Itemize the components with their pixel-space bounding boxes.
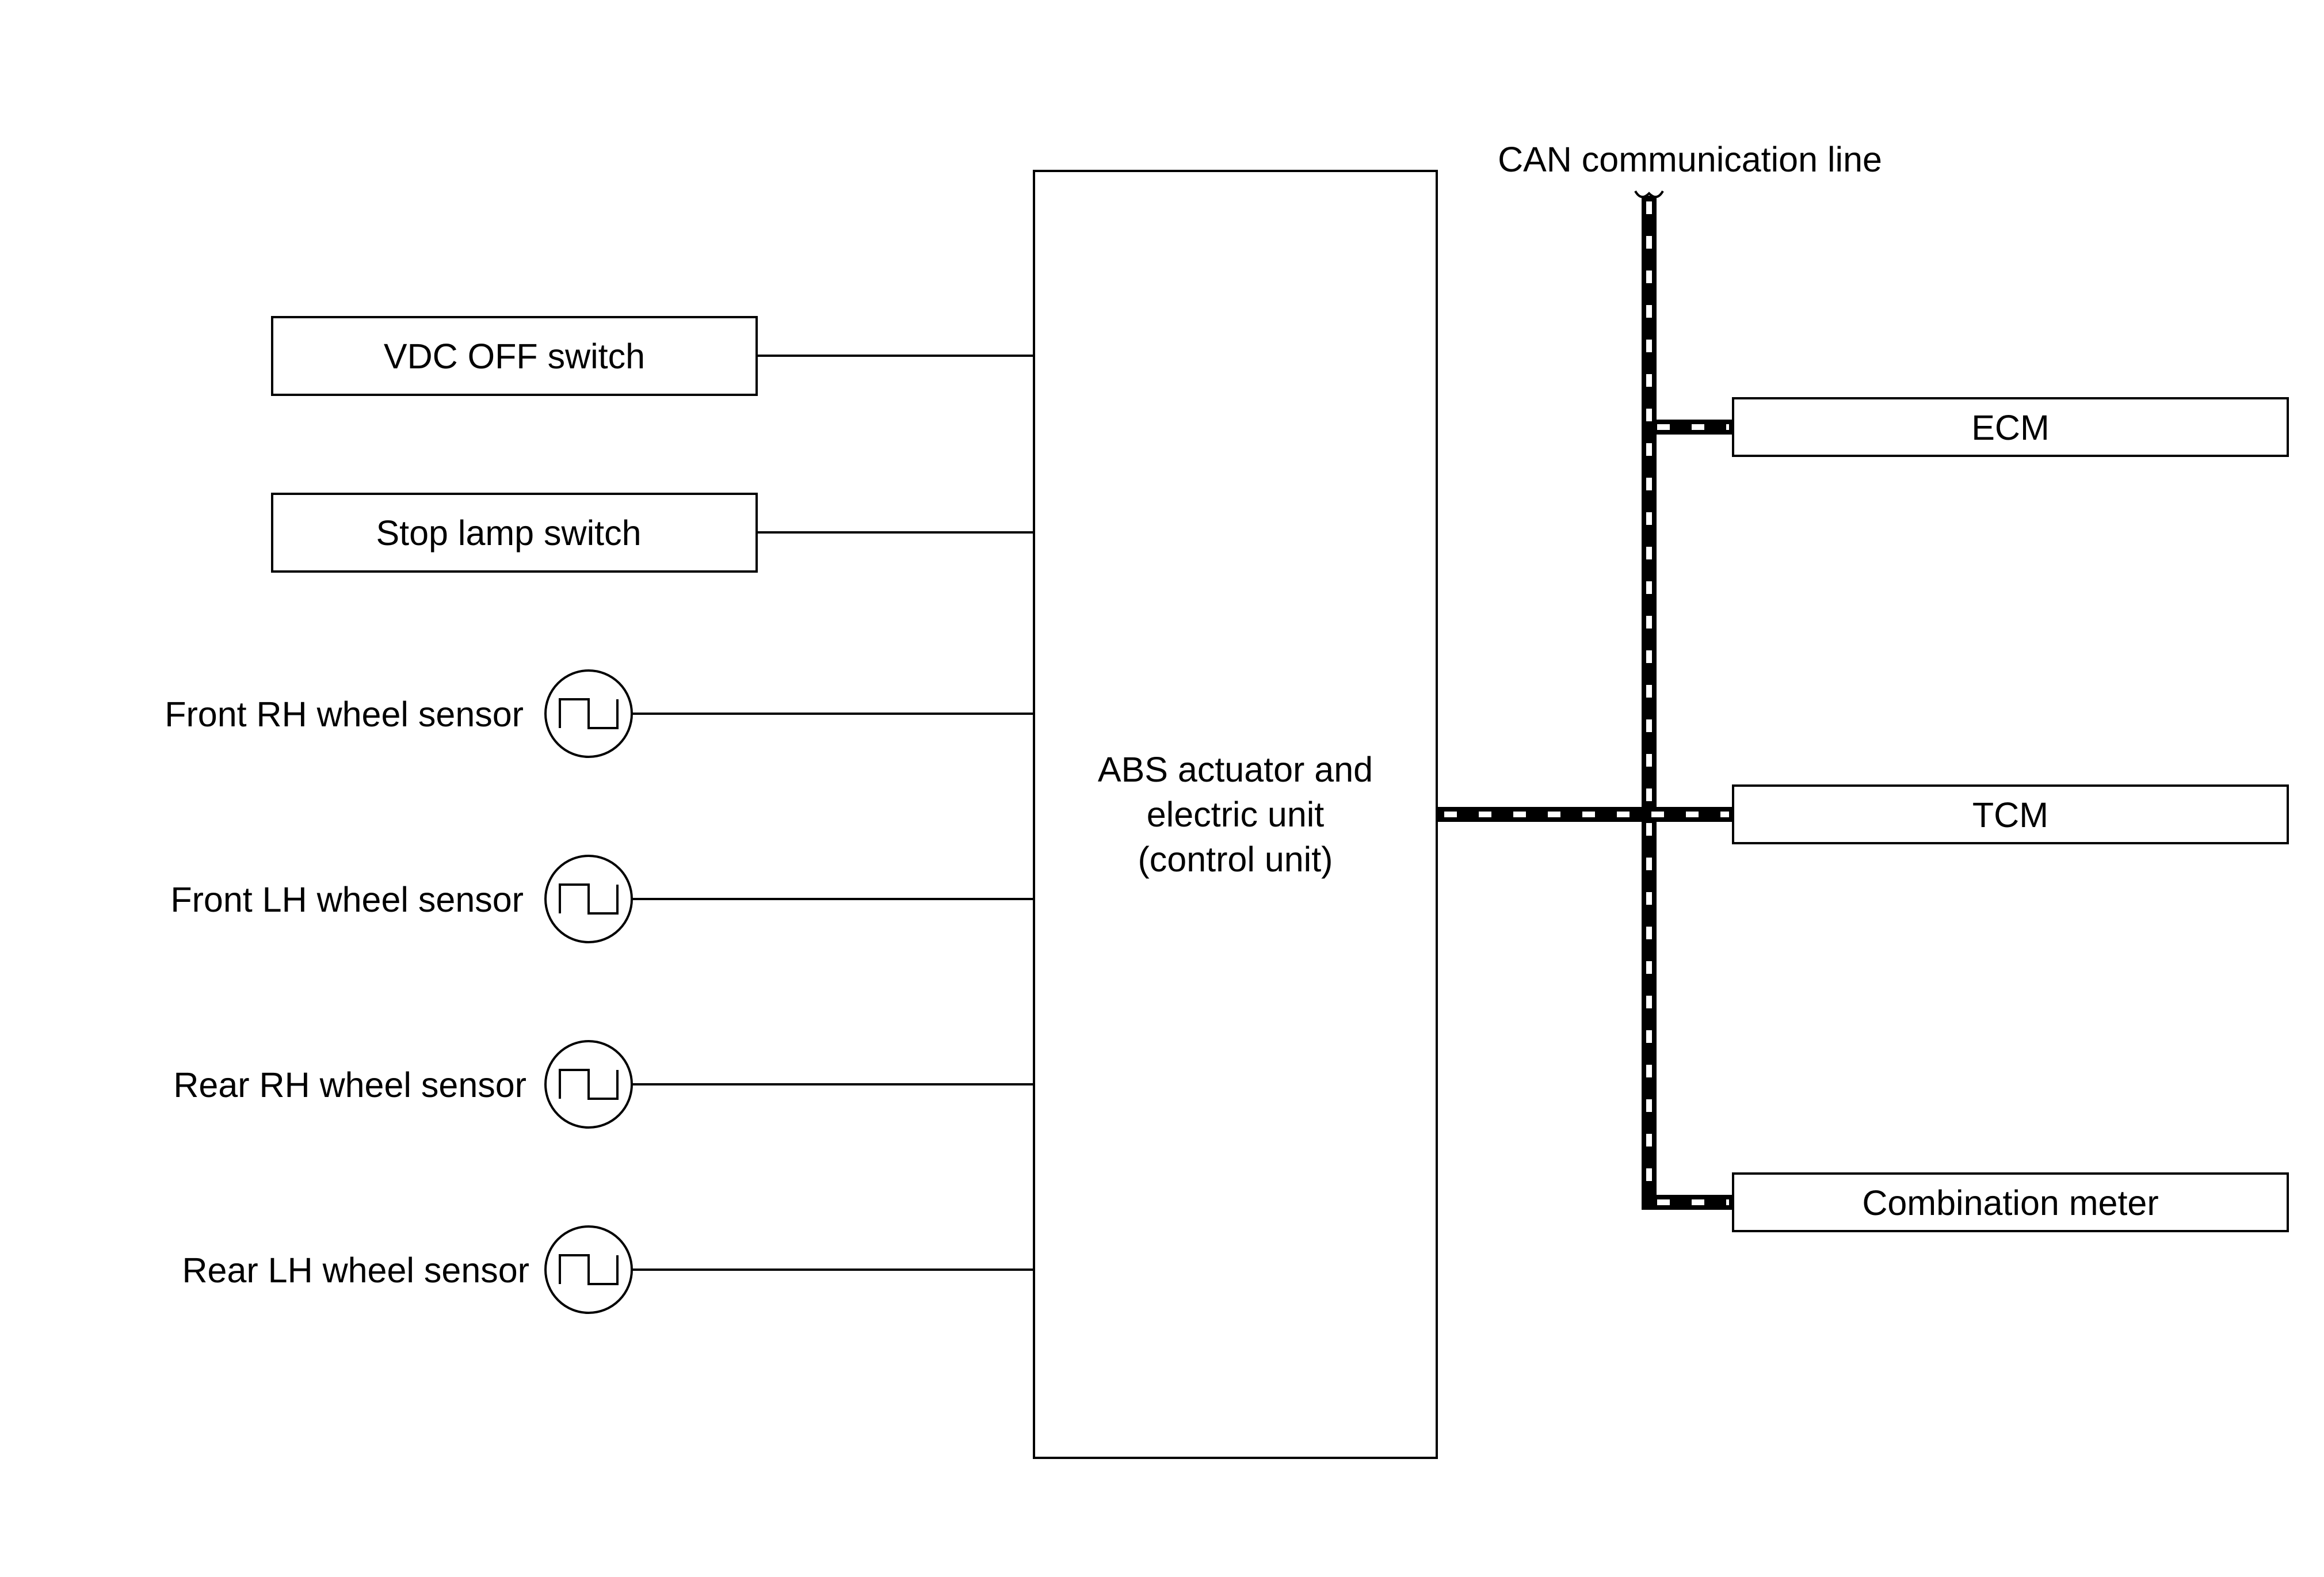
- pulse-signal-icon: [544, 1040, 633, 1129]
- control-unit-label-line2: electric unit: [1147, 795, 1325, 834]
- control-unit-box: [1033, 170, 1438, 1459]
- rear-rh-sensor-label: Rear RH wheel sensor: [173, 1065, 526, 1104]
- control-unit-label-line1: ABS actuator and: [1098, 750, 1373, 789]
- stop-lamp-switch-box: [271, 493, 758, 573]
- stop-lamp-switch-label: Stop lamp switch: [376, 513, 641, 553]
- front-lh-sensor-label: Front LH wheel sensor: [170, 880, 524, 919]
- tcm-label: TCM: [1972, 795, 2048, 835]
- can-label-brace: [1634, 190, 1664, 198]
- ecm-box: [1732, 397, 2289, 457]
- combination-meter-box: [1732, 1172, 2289, 1232]
- combination-meter-label: Combination meter: [1862, 1183, 2158, 1222]
- can-bus-lines: [1437, 196, 1733, 1210]
- front-rh-sensor-label: Front RH wheel sensor: [165, 695, 524, 734]
- pulse-signal-icon: [544, 855, 633, 943]
- vdc-off-switch-label: VDC OFF switch: [384, 337, 645, 376]
- vdc-off-switch-box: [271, 316, 758, 396]
- can-line-label: CAN communication line: [1498, 140, 1882, 179]
- rear-lh-sensor-label: Rear LH wheel sensor: [182, 1251, 529, 1290]
- ecm-label: ECM: [1971, 408, 2050, 447]
- pulse-signal-icon: [544, 669, 633, 758]
- tcm-box: [1732, 784, 2289, 844]
- pulse-signal-icon: [544, 1225, 633, 1314]
- control-unit-label-line3: (control unit): [1138, 840, 1333, 879]
